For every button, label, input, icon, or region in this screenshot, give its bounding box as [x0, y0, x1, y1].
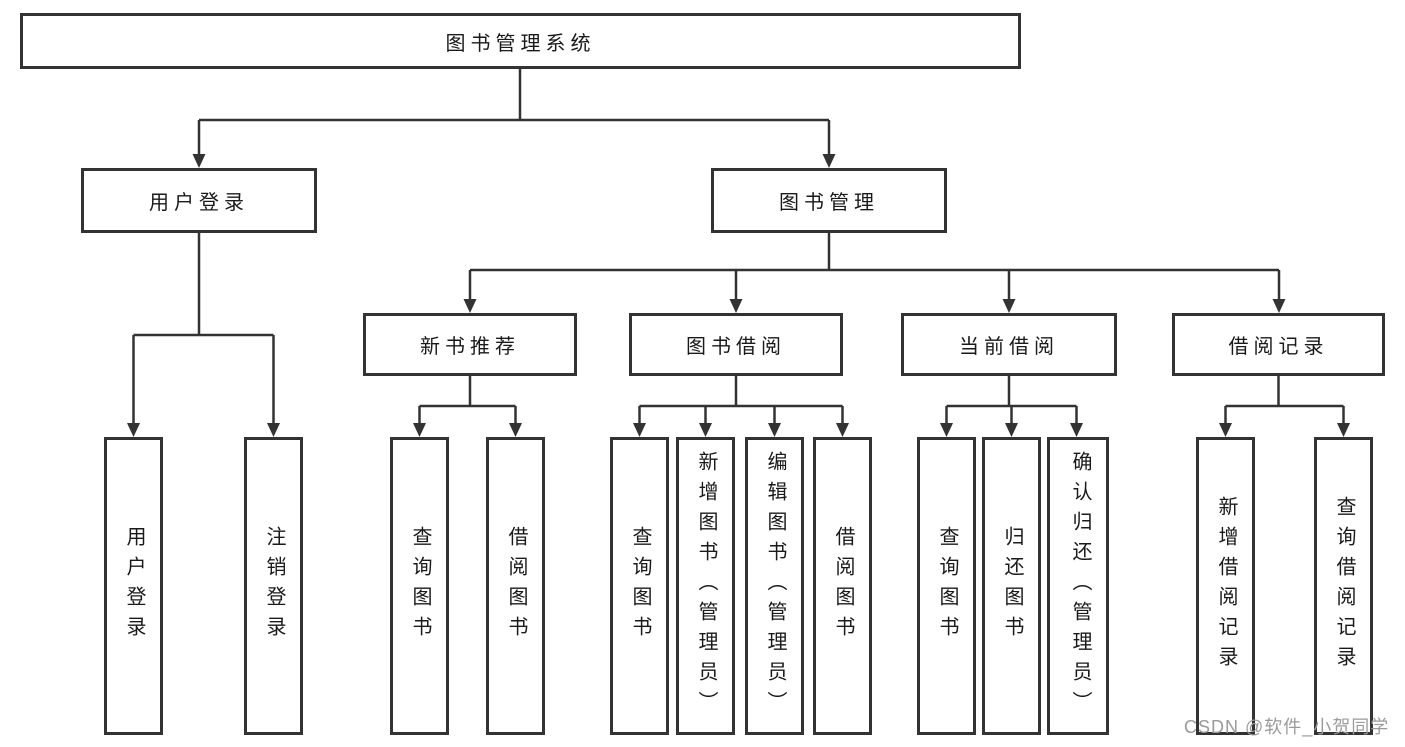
node-book-management: 图书管理 [711, 168, 947, 233]
arrowheads [127, 154, 1350, 437]
node-book-management-system: 图书管理系统 [20, 13, 1021, 69]
leaf-add-borrow-record: 新增借阅记录 [1196, 437, 1255, 735]
node-current-borrow: 当前借阅 [901, 313, 1117, 376]
leaf-logout-login: 注销登录 [244, 437, 303, 735]
leaf-add-books-admin: 新增图书（管理员） [676, 437, 735, 735]
leaf-return-books: 归还图书 [982, 437, 1041, 735]
leaf-query-books: 查询图书 [917, 437, 976, 735]
leaf-confirm-return-admin: 确认归还（管理员） [1047, 437, 1109, 735]
leaf-query-books: 查询图书 [610, 437, 669, 735]
leaf-query-books: 查询图书 [390, 437, 449, 735]
leaf-user-login: 用户登录 [104, 437, 163, 735]
node-new-book-recommend: 新书推荐 [363, 313, 577, 376]
node-user-login: 用户登录 [81, 168, 317, 233]
leaf-borrow-books: 借阅图书 [813, 437, 872, 735]
csdn-watermark: CSDN @软件_小贺同学 [1184, 717, 1390, 737]
leaf-borrow-books: 借阅图书 [486, 437, 545, 735]
leaf-query-borrow-record: 查询借阅记录 [1314, 437, 1373, 735]
node-book-borrow: 图书借阅 [629, 313, 843, 376]
node-borrow-records: 借阅记录 [1172, 313, 1385, 376]
leaf-edit-books-admin: 编辑图书（管理员） [745, 437, 804, 735]
